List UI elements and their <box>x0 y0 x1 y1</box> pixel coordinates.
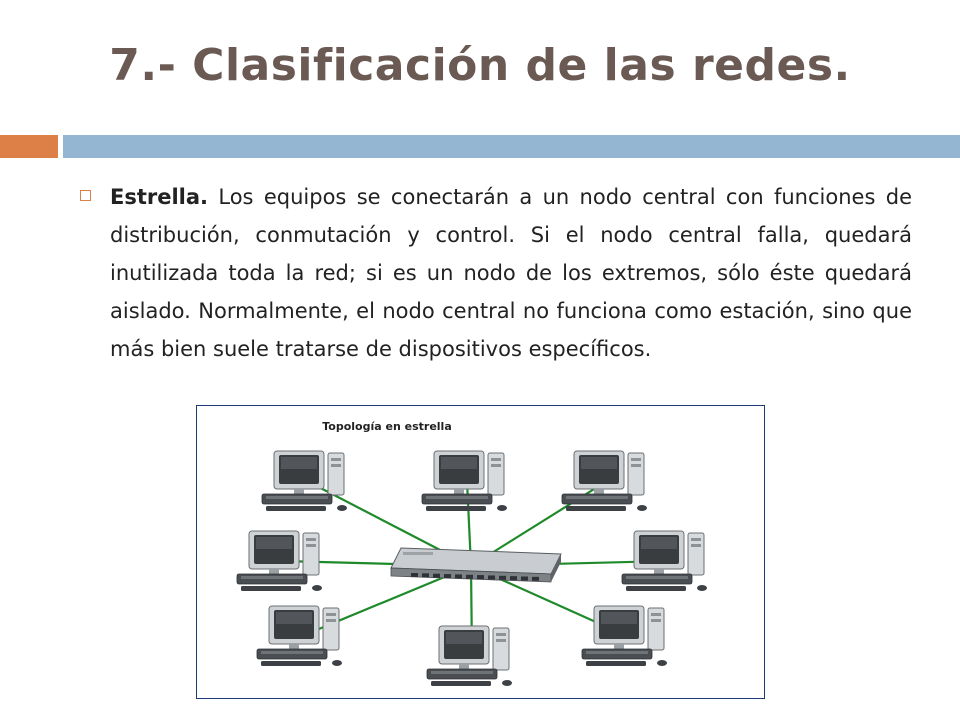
computer-top-left-icon <box>261 450 347 511</box>
diagram-title: Topología en estrella <box>322 420 452 433</box>
bullet-square-icon <box>80 190 91 201</box>
bullet-term: Estrella. <box>110 185 209 209</box>
accent-bar-blue <box>63 135 960 158</box>
accent-bar-orange <box>0 135 58 158</box>
computer-bottom-right-icon <box>581 605 667 666</box>
slide-title: 7.- Clasificación de las redes. <box>109 40 851 91</box>
star-topology-diagram: Topología en estrella <box>196 405 765 699</box>
computer-top-center-icon <box>421 450 507 511</box>
computer-top-right-icon <box>561 450 647 511</box>
computer-middle-right-icon <box>621 530 707 591</box>
bullet-paragraph: Estrella. Los equipos se conectarán a un… <box>110 178 912 368</box>
computer-bottom-center-icon <box>426 625 512 686</box>
diagram-canvas <box>236 450 707 686</box>
computer-middle-left-icon <box>236 530 322 591</box>
switch-icon <box>390 547 562 583</box>
computer-bottom-left-icon <box>256 605 342 666</box>
bullet-text: Los equipos se conectarán a un nodo cent… <box>110 185 912 361</box>
